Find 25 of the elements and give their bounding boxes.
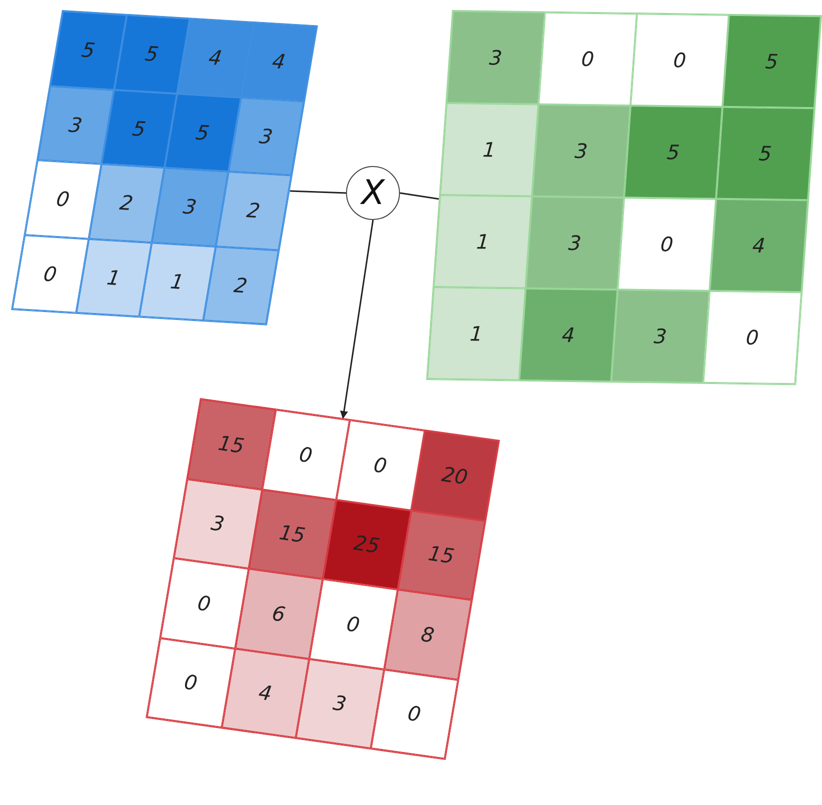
matrix-cell: 1: [427, 287, 526, 380]
matrix-cell: 1: [434, 195, 532, 288]
matrix-cell: 0: [538, 12, 637, 106]
matrix-cell: 20: [410, 430, 499, 520]
matrix-cell: 5: [624, 106, 722, 199]
matrix-cell: 3: [611, 290, 710, 383]
matrix-cell: 15: [187, 399, 276, 490]
matrix-cell: 1: [440, 103, 538, 196]
arrow: [340, 220, 374, 419]
connector-line: [290, 190, 346, 194]
matrix-cell: 5: [716, 106, 814, 200]
matrix-grid: [11, 10, 318, 326]
matrix-cell: 0: [618, 198, 716, 291]
matrix-cell: 3: [446, 11, 545, 104]
matrix-grid: [426, 10, 822, 386]
matrix-cell: 4: [710, 198, 808, 292]
matrix-cell: 3: [526, 196, 624, 290]
matrix-cell: 0: [703, 290, 802, 384]
matrix-grid: [146, 398, 500, 760]
matrix-cell: 4: [519, 288, 618, 382]
connector-line: [400, 192, 440, 200]
matrix-cell: 5: [722, 14, 821, 108]
matrix-cell: 0: [630, 14, 729, 107]
matrix-cell: 3: [532, 104, 630, 198]
multiply-circle: X: [346, 166, 400, 220]
